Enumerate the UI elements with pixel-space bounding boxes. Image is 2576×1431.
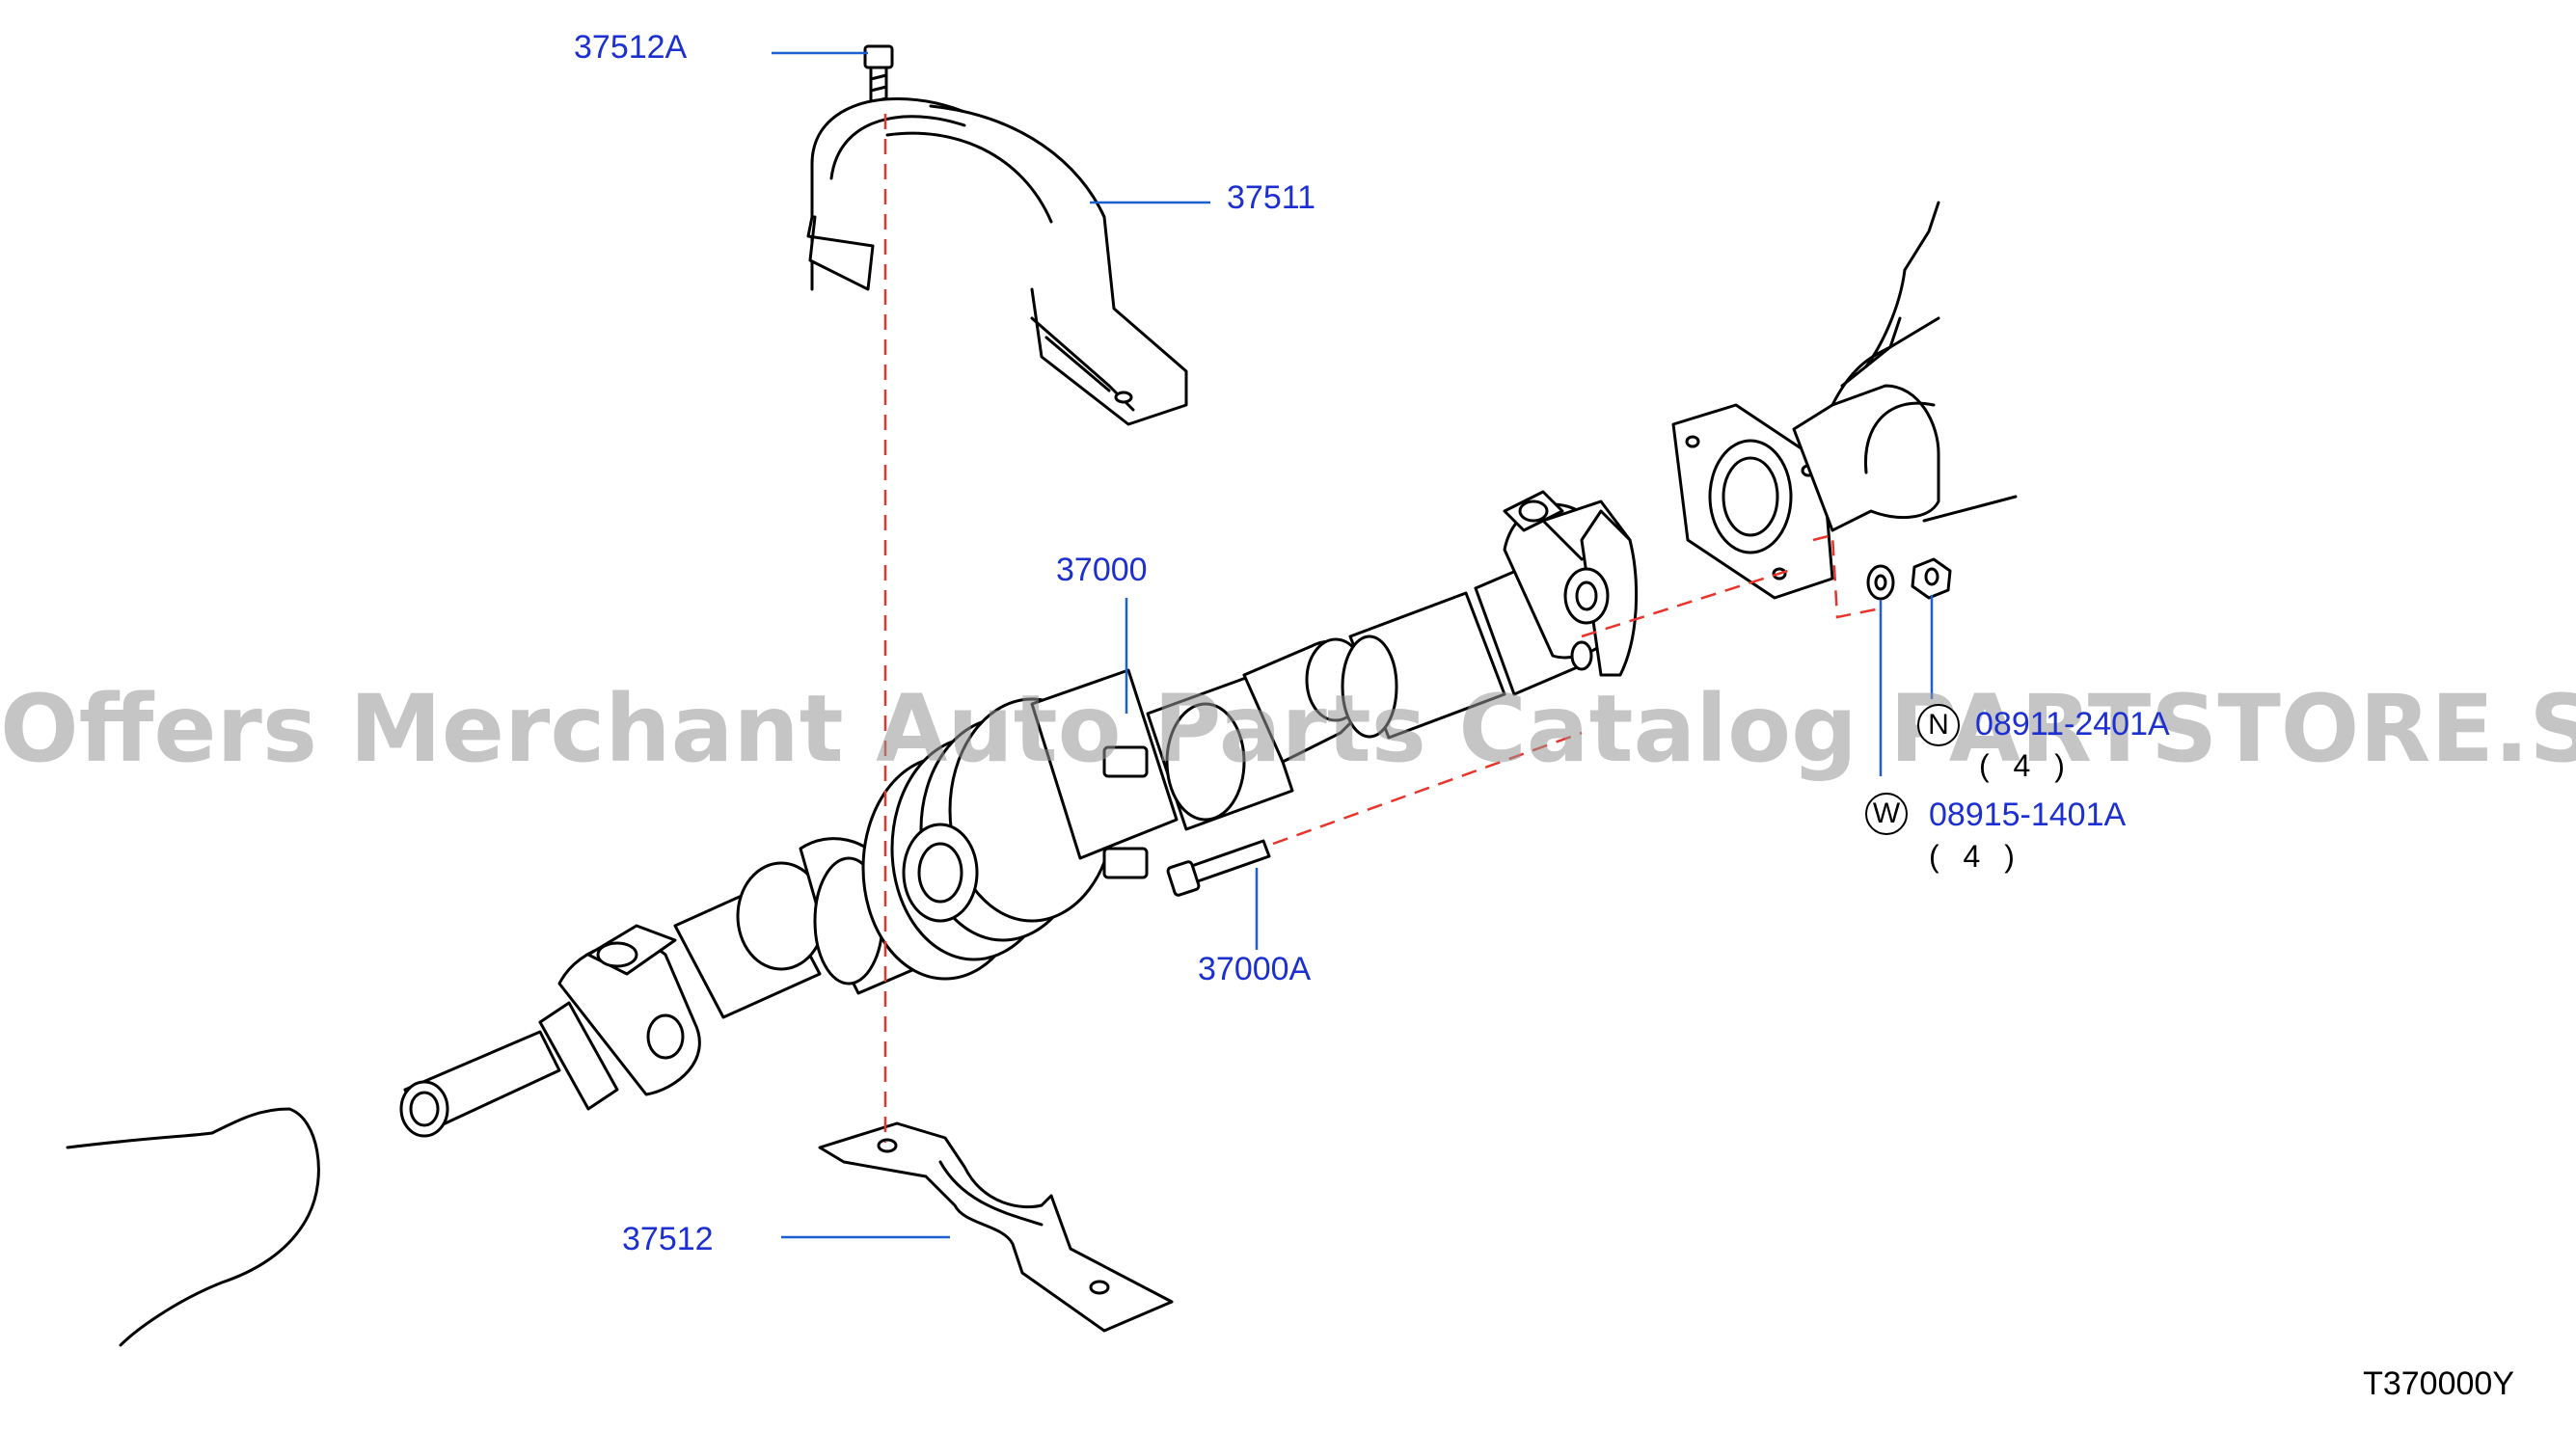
transmission-housing: [66, 1107, 320, 1347]
washer-symbol-icon: W: [1865, 793, 1908, 835]
flange-axis-line: [1581, 567, 1795, 638]
rear-yoke: [1503, 490, 1639, 677]
nut-axis-line: [1812, 533, 1877, 619]
bolt-37000A: [1166, 839, 1271, 897]
label-37000A[interactable]: 37000A: [1198, 951, 1312, 987]
label-37512A[interactable]: 37512A: [574, 29, 688, 66]
nut-symbol-icon: N: [1917, 704, 1960, 746]
label-washer-08915-1401A[interactable]: 08915-1401A: [1929, 796, 2127, 833]
lower-bracket-37512: [818, 1121, 1174, 1333]
upper-bracket-37511: [806, 97, 1188, 426]
watermark-text: Offers Merchant Auto Parts Catalog PARTS…: [0, 675, 2576, 783]
label-nut-08911-2401A[interactable]: 08911-2401A: [1975, 706, 2170, 742]
center-bearing-37000: [861, 668, 1179, 981]
label-37512[interactable]: 37512: [622, 1221, 714, 1257]
label-37000[interactable]: 37000: [1056, 552, 1148, 588]
washer-quantity: ( 4 ): [1929, 839, 2022, 874]
label-37511[interactable]: 37511: [1227, 179, 1316, 216]
differential-flange: [1671, 201, 2018, 600]
bolt-37000A-axis-line: [1272, 731, 1583, 846]
diagram-code: T370000Y: [2363, 1365, 2514, 1402]
washer-and-nut: [1866, 557, 1952, 601]
middle-joint: [1146, 637, 1367, 831]
front-yoke: [399, 924, 701, 1138]
nut-quantity: ( 4 ): [1979, 748, 2073, 783]
